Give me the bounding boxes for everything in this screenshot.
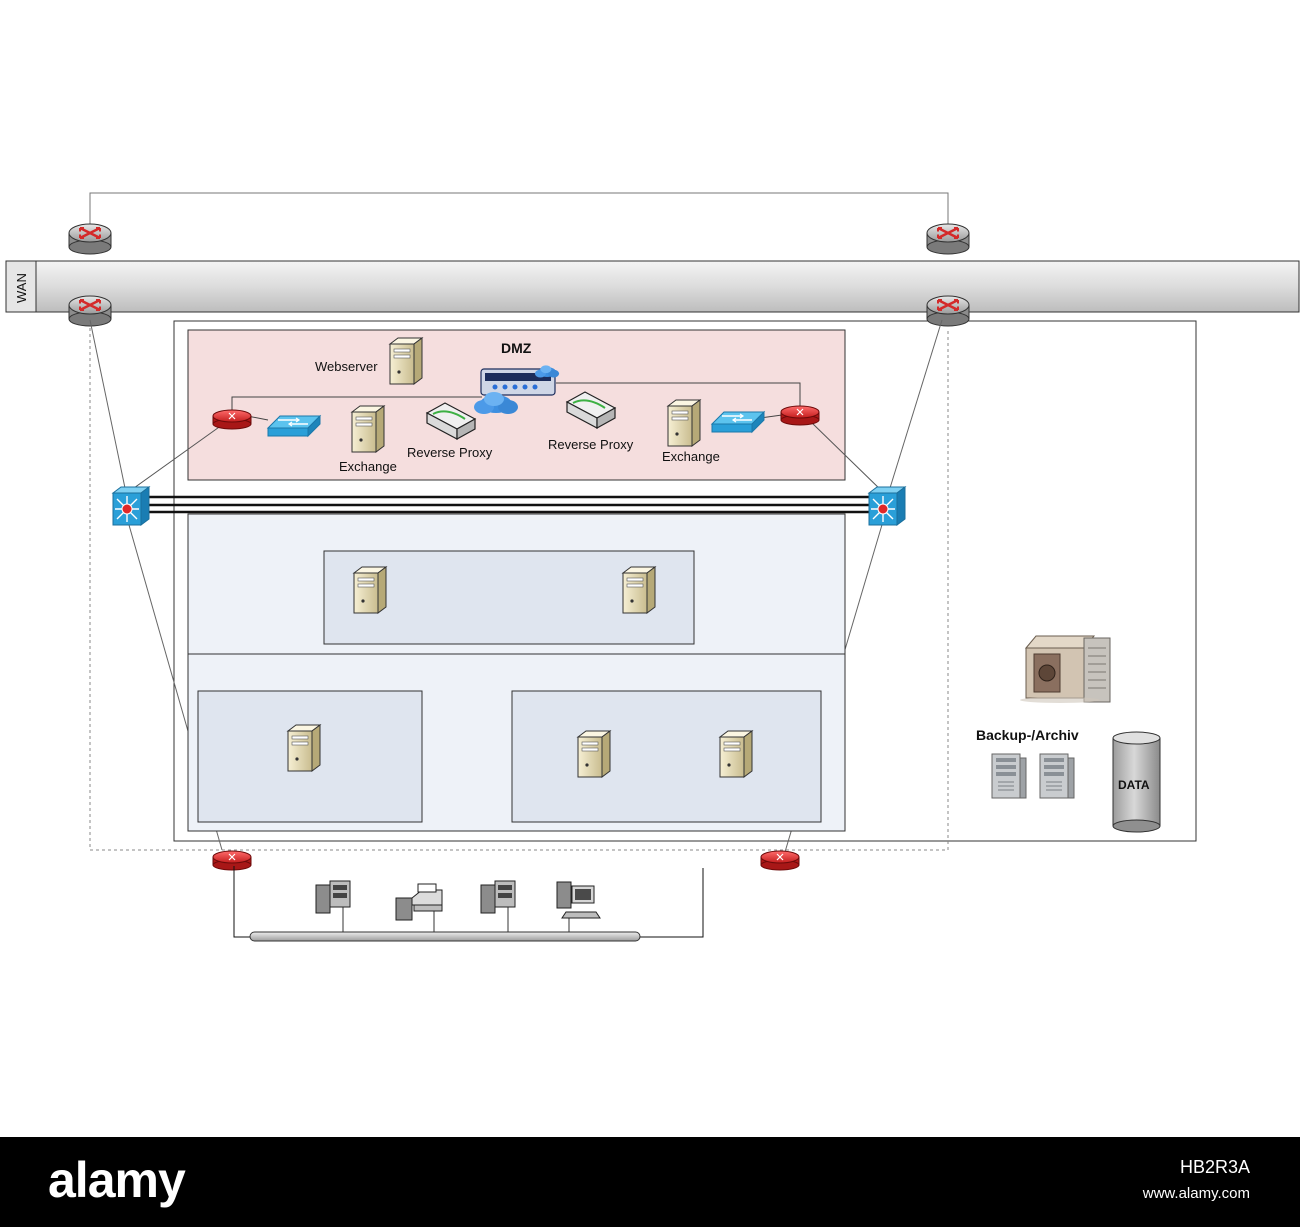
backup-archiv-label: Backup-/Archiv (976, 727, 1079, 743)
server-top-right-icon (622, 566, 656, 614)
lan-bus (249, 931, 641, 942)
wan-loop-line (89, 192, 949, 242)
wan-label: WAN (14, 273, 29, 303)
network-diagram: WAN DMZ Webserver Exchange Reverse Proxy (5, 192, 1300, 942)
footer-image-id: HB2R3A (1179, 1157, 1250, 1177)
server-bottom-right-icon (719, 730, 753, 778)
exchange-left-label: Exchange (339, 459, 397, 474)
reverse-proxy-right-label: Reverse Proxy (548, 437, 634, 452)
server-bottom-left-icon (287, 724, 321, 772)
lan-router-right-icon (760, 850, 800, 871)
tape-library-icon (1020, 635, 1111, 703)
wan-router-top-left-icon (67, 222, 113, 256)
server-top-left-icon (353, 566, 387, 614)
footer-url: www.alamy.com (1142, 1185, 1250, 1202)
exchange-right-server-icon (667, 399, 701, 447)
lan-printer-icon (395, 883, 443, 921)
server-bottom-middle-icon (577, 730, 611, 778)
footer-logo: alamy (48, 1152, 186, 1208)
lan-router-left-icon (212, 850, 252, 871)
data-database-icon: DATA (1112, 731, 1161, 833)
wan-bar: WAN (5, 260, 1300, 313)
exchange-right-label: Exchange (662, 449, 720, 464)
dashed-boundary (89, 328, 949, 851)
l3-switch-right-icon (868, 486, 906, 526)
backbone-trunk (140, 495, 870, 514)
wan-router-bottom-right-icon (925, 294, 971, 328)
l3-switch-left-icon (112, 486, 150, 526)
dmz-label: DMZ (501, 340, 532, 356)
backup-tower-right-icon (1039, 753, 1075, 799)
reverse-proxy-left-label: Reverse Proxy (407, 445, 493, 460)
lan-server-2-icon (480, 880, 516, 914)
workstation-icon (556, 881, 601, 919)
webserver-icon (389, 337, 423, 385)
lan-server-1-icon (315, 880, 351, 914)
footer-bar: alamy HB2R3A www.alamy.com (0, 1137, 1300, 1227)
backup-tower-left-icon (991, 753, 1027, 799)
exchange-left-server-icon (351, 405, 385, 453)
data-label: DATA (1118, 778, 1150, 792)
dmz-router-left-icon (212, 409, 252, 430)
server-group-bottom-right (511, 690, 822, 823)
dmz-router-right-icon (780, 405, 820, 426)
webserver-label: Webserver (315, 359, 378, 374)
wan-router-top-right-icon (925, 222, 971, 256)
